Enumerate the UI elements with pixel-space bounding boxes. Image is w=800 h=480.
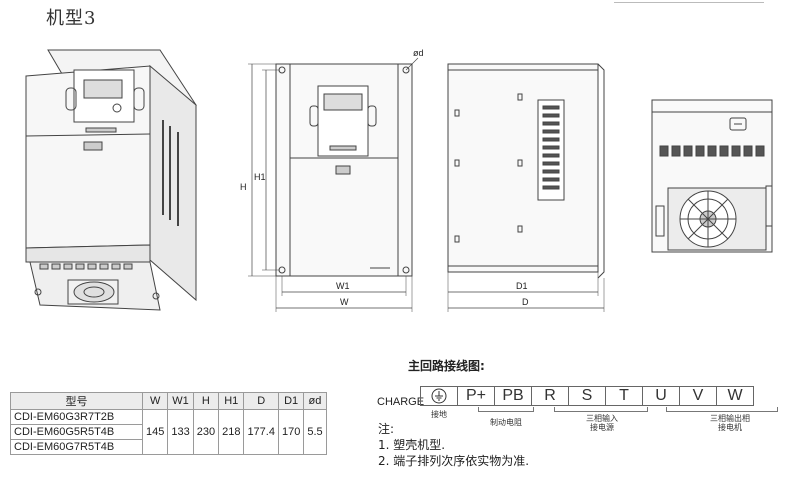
- note-item: 2. 端子排列次序依实物为准.: [378, 454, 530, 468]
- terminal-t: T: [605, 386, 643, 406]
- model-cell: CDI-EM60G7R5T4B: [10, 439, 143, 455]
- terminal-v: V: [679, 386, 717, 406]
- terminal-p-plus: P+: [457, 386, 495, 406]
- dim-od: ød: [413, 48, 424, 58]
- notes-head: 注:: [378, 422, 395, 436]
- terminal-ground: [420, 386, 458, 406]
- table-row: CDI-EM60G7R5T4B: [10, 439, 327, 455]
- table-header-row: 型号 W W1 H H1 D D1 ød: [10, 392, 327, 410]
- value-w: 145: [141, 409, 169, 455]
- header-od: ød: [303, 392, 327, 410]
- model-cell: CDI-EM60G5R5T4B: [10, 424, 143, 440]
- value-od: 5.5: [303, 409, 327, 455]
- spec-table: 型号 W W1 H H1 D D1 ød CDI-EM60G3R7T2B 145…: [10, 392, 327, 455]
- terminal-pb: PB: [494, 386, 532, 406]
- terminal-w: W: [716, 386, 754, 406]
- side-view: [447, 63, 605, 312]
- header-rule: [614, 0, 764, 3]
- label-brake: 制动电阻: [490, 418, 522, 427]
- header-d1: D1: [277, 392, 305, 410]
- ground-icon: [431, 388, 447, 404]
- dim-d: D: [522, 297, 529, 307]
- wiring-title: 主回路接线图:: [408, 359, 485, 373]
- label-ground: 接地: [431, 410, 447, 419]
- bottom-view: [651, 99, 773, 253]
- terminal-r: R: [531, 386, 569, 406]
- label-input: 三相输入 接电源: [586, 414, 618, 432]
- isometric-view: [25, 49, 197, 311]
- input-bracket: [554, 407, 648, 412]
- value-w1: 133: [167, 409, 194, 455]
- dim-w: W: [340, 297, 349, 307]
- dim-w1: W1: [336, 281, 350, 291]
- header-w1: W1: [167, 392, 194, 410]
- terminal-s: S: [568, 386, 606, 406]
- dim-h1: H1: [254, 172, 266, 182]
- header-h: H: [192, 392, 220, 410]
- notes: 注: 1. 塑壳机型. 2. 端子排列次序依实物为准.: [378, 421, 529, 469]
- note-item: 1. 塑壳机型.: [378, 438, 446, 452]
- charge-label: CHARGE: [377, 396, 425, 408]
- value-h: 230: [192, 409, 220, 455]
- value-d1: 170: [277, 409, 305, 455]
- model-cell: CDI-EM60G3R7T2B: [10, 409, 143, 425]
- value-d: 177.4: [243, 409, 279, 455]
- dim-d1: D1: [516, 281, 528, 291]
- dim-h: H: [240, 182, 247, 192]
- terminal-strip: P+ PB R S T U V W: [420, 386, 754, 406]
- output-bracket: [666, 407, 778, 412]
- terminal-u: U: [642, 386, 680, 406]
- header-w: W: [141, 392, 169, 410]
- header-model: 型号: [10, 392, 143, 410]
- table-row: CDI-EM60G5R5T4B: [10, 424, 327, 440]
- front-view: [248, 57, 419, 312]
- label-output: 三相输出相 接电机: [710, 414, 750, 432]
- value-h1: 218: [218, 409, 245, 455]
- brake-bracket: [478, 407, 534, 412]
- technical-drawings: ød H H1 W1 W D1 D: [25, 48, 773, 312]
- header-h1: H1: [218, 392, 245, 410]
- header-d: D: [243, 392, 279, 410]
- model-title: 机型3: [46, 8, 97, 29]
- table-row: CDI-EM60G3R7T2B 145 133 230 218 177.4 17…: [10, 409, 327, 455]
